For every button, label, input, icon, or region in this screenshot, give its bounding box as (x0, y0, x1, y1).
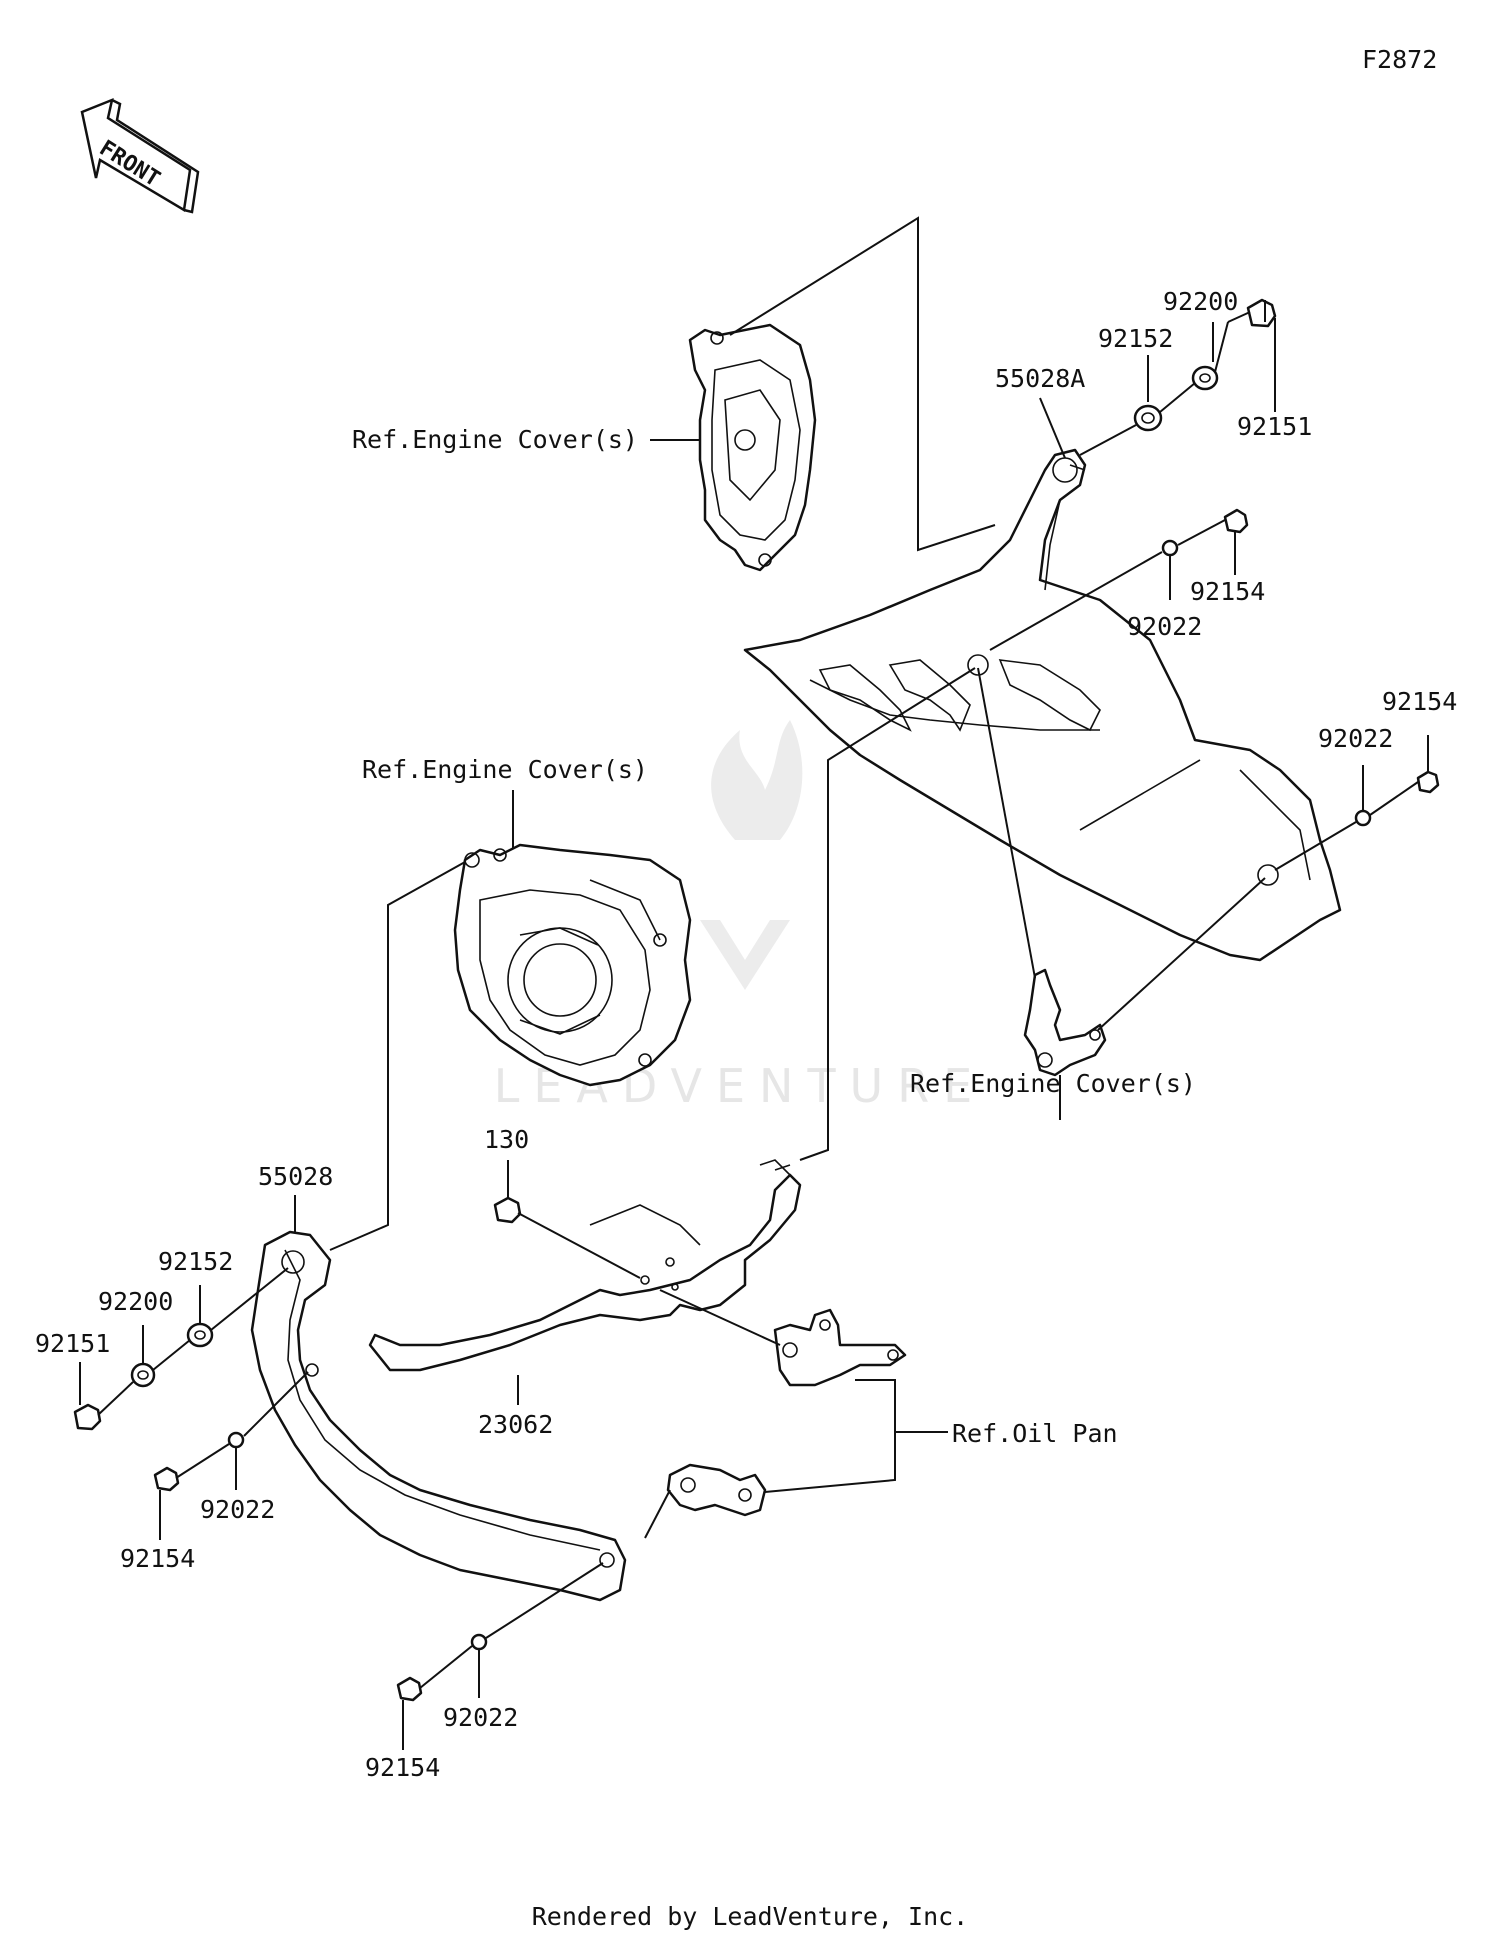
label-ref-engine-cover-top: Ref.Engine Cover(s) (352, 425, 638, 454)
label-92022-a: 92022 (1127, 612, 1202, 641)
label-ref-engine-cover-right: Ref.Engine Cover(s) (910, 1069, 1196, 1098)
label-92022-b: 92022 (1318, 724, 1393, 753)
label-92022-c: 92022 (200, 1495, 275, 1524)
front-arrow-icon: FRONT (80, 97, 200, 214)
leader-lines (79, 216, 1429, 1750)
label-55028: 55028 (258, 1162, 333, 1191)
engine-guard-55028A (743, 448, 1342, 962)
footer-credit: Rendered by LeadVenture, Inc. (532, 1902, 969, 1931)
label-92151-left: 92151 (35, 1329, 110, 1358)
bracket-23062 (368, 1159, 802, 1372)
engine-cover-top (688, 323, 817, 572)
label-23062: 23062 (478, 1410, 553, 1439)
label-130: 130 (484, 1125, 529, 1154)
label-92154-b: 92154 (1382, 687, 1457, 716)
label-ref-engine-cover-mid: Ref.Engine Cover(s) (362, 755, 648, 784)
hardware (73, 298, 1440, 1702)
label-92154-a: 92154 (1190, 577, 1265, 606)
engine-guard-55028 (250, 1230, 627, 1602)
label-92022-d: 92022 (443, 1703, 518, 1732)
label-ref-oil-pan: Ref.Oil Pan (952, 1419, 1118, 1448)
label-92151-top: 92151 (1237, 412, 1312, 441)
label-55028A: 55028A (995, 364, 1085, 393)
engine-cover-mid (453, 843, 692, 1087)
label-92200-left: 92200 (98, 1287, 173, 1316)
label-92152-top: 92152 (1098, 324, 1173, 353)
label-92200-top: 92200 (1163, 287, 1238, 316)
label-92154-c: 92154 (120, 1544, 195, 1573)
part-labels: Ref.Engine Cover(s) Ref.Engine Cover(s) … (35, 287, 1457, 1782)
mount-bracket-right (1023, 968, 1107, 1077)
oil-pan-bracket-lower (666, 1463, 767, 1517)
label-92152-left: 92152 (158, 1247, 233, 1276)
oil-pan-bracket-upper (773, 1308, 907, 1387)
diagram-code: F2872 (1362, 45, 1437, 74)
label-92154-d: 92154 (365, 1753, 440, 1782)
